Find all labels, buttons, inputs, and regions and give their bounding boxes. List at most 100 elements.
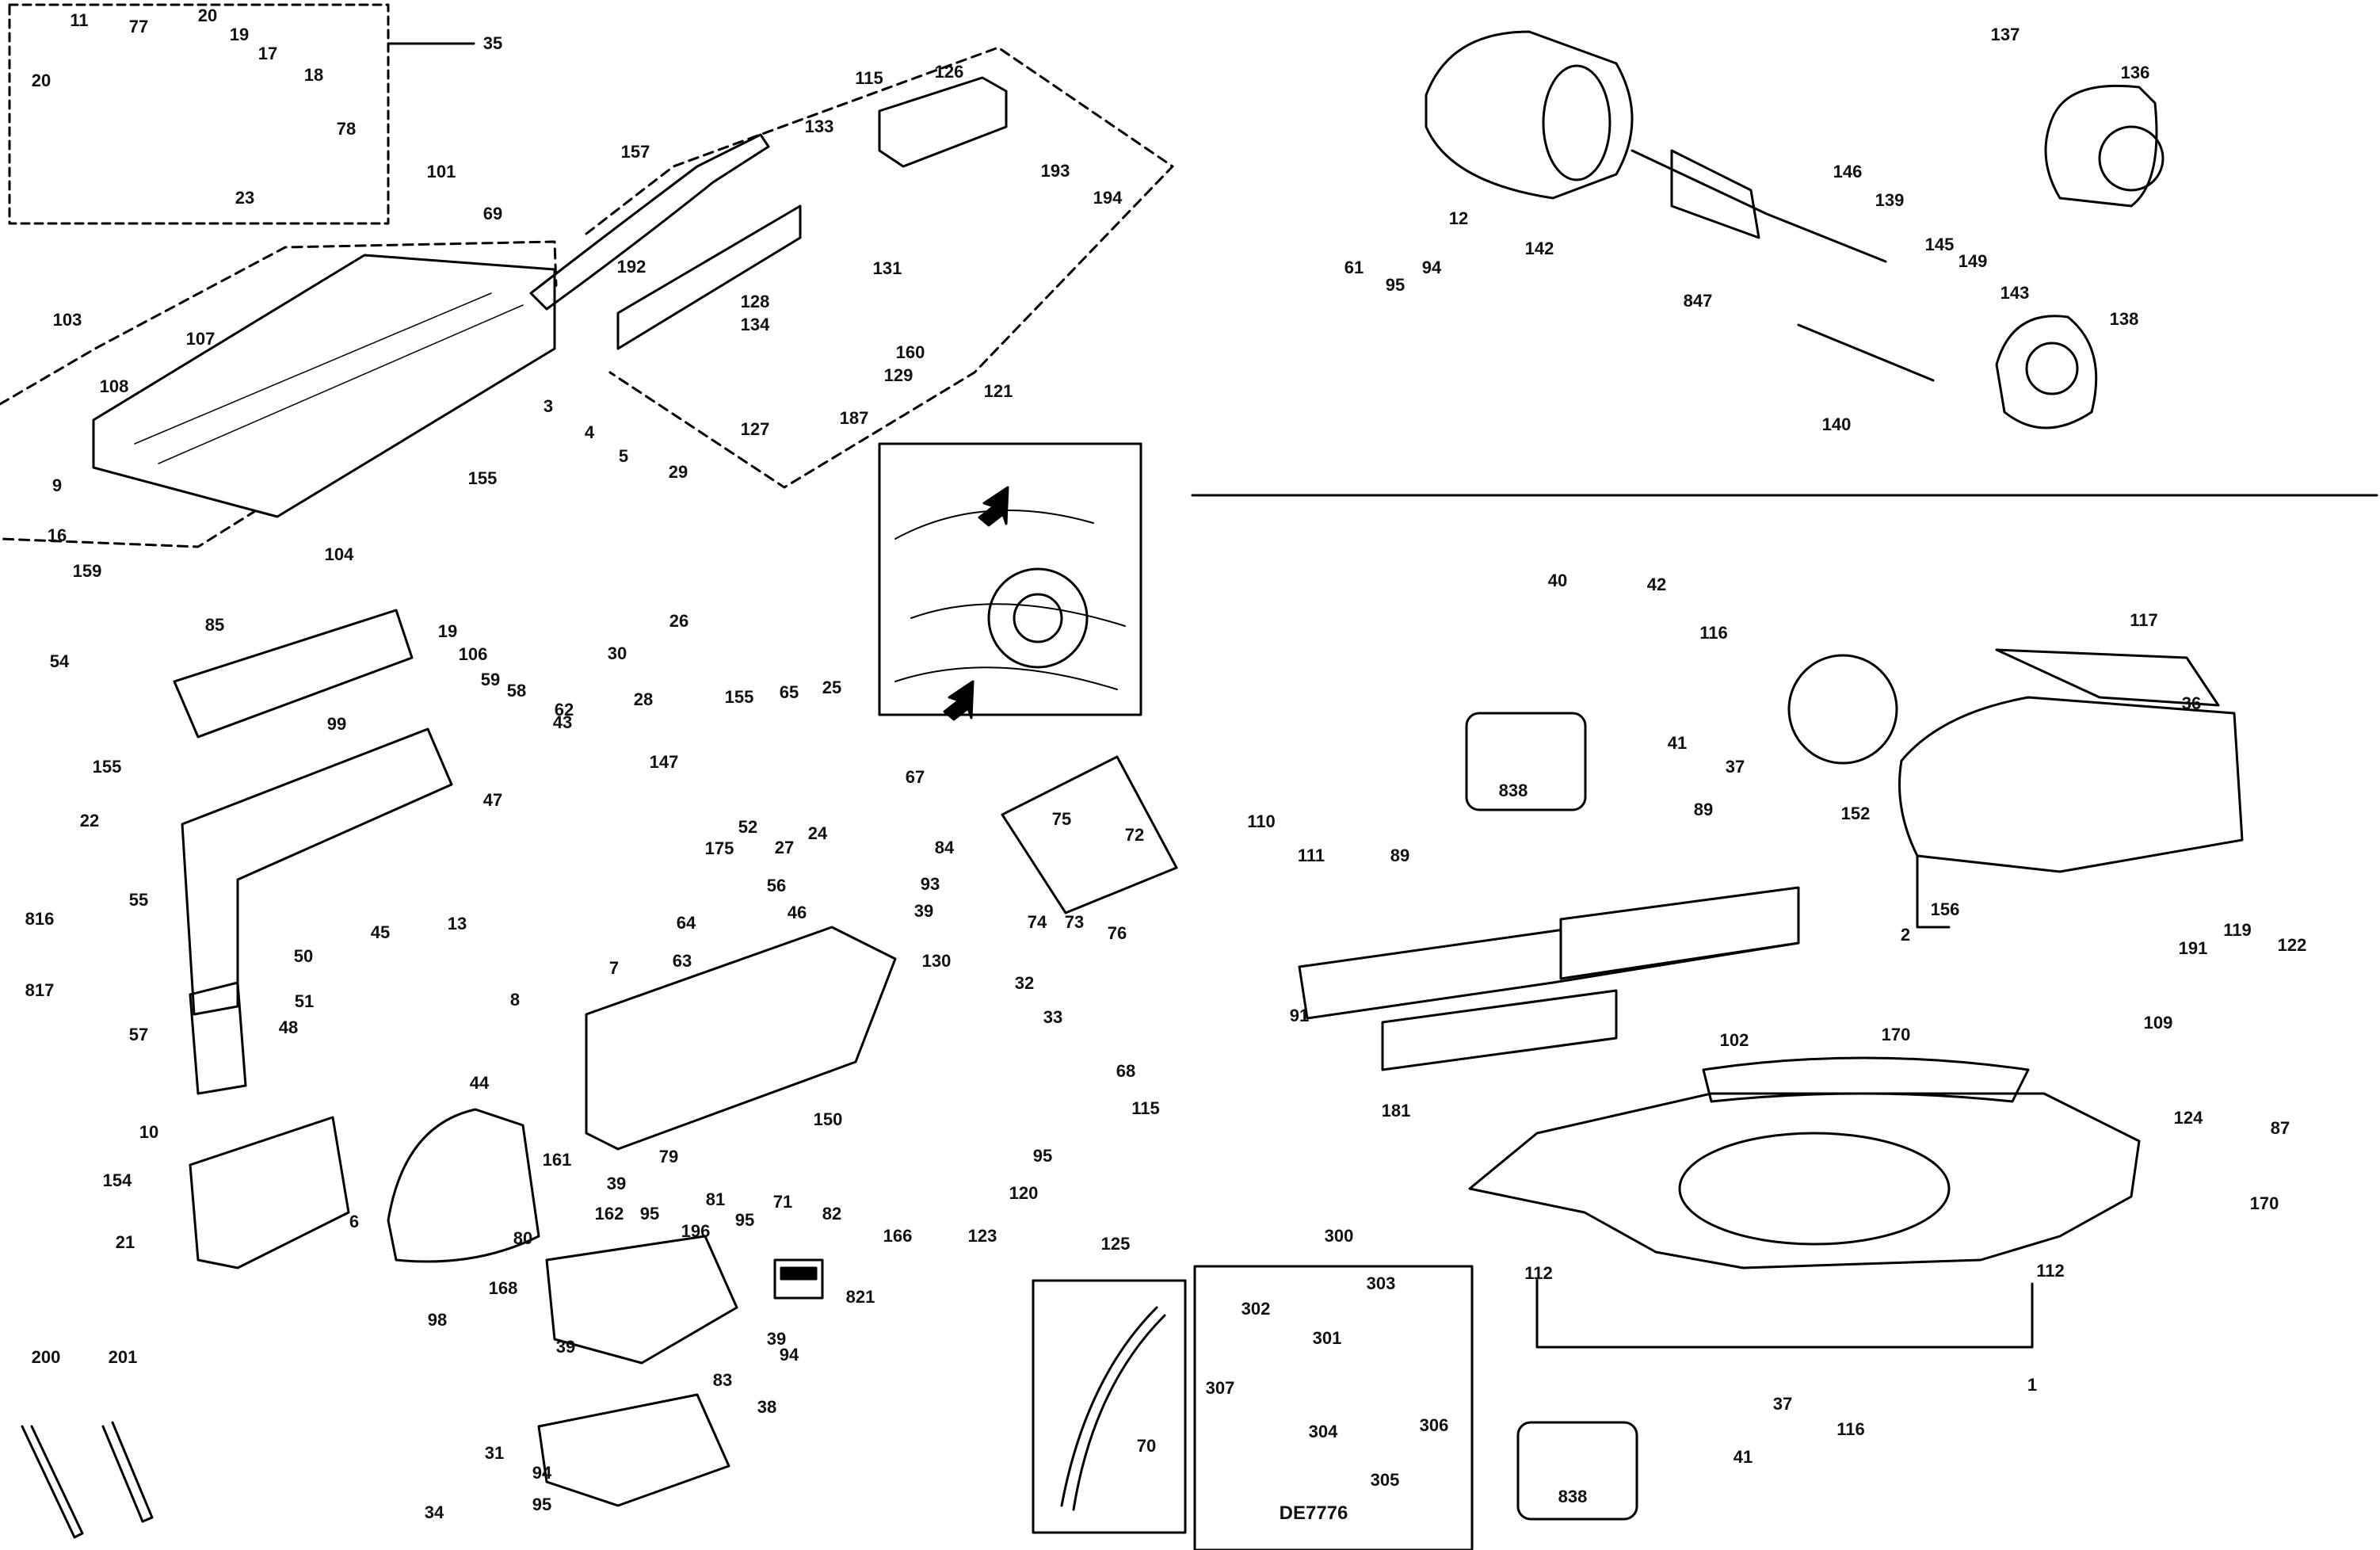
part-label-110: 110 [1247, 811, 1276, 831]
part-label-131: 131 [872, 258, 902, 278]
part-label-41a: 41 [1667, 733, 1688, 753]
part-label-143: 143 [2000, 283, 2030, 303]
part-label-5: 5 [618, 446, 629, 466]
part-label-168: 168 [488, 1278, 518, 1298]
part-label-112a: 112 [1524, 1263, 1553, 1283]
part-label-25: 25 [822, 678, 842, 697]
part-label-116a: 116 [1699, 623, 1728, 643]
part-label-57: 57 [128, 1025, 149, 1044]
part-label-155c: 155 [92, 757, 122, 777]
part-57 [189, 981, 247, 1095]
part-label-30: 30 [607, 643, 627, 663]
part-136 [2044, 84, 2158, 208]
part-label-39b: 39 [606, 1174, 627, 1193]
part-label-3: 3 [543, 396, 554, 416]
group-outline-121 [585, 46, 1174, 489]
part-label-47: 47 [482, 790, 503, 810]
part-label-99: 99 [326, 714, 347, 734]
part-label-89a: 89 [1693, 800, 1714, 819]
part-label-125: 125 [1100, 1234, 1131, 1254]
part-label-20a: 20 [31, 71, 51, 90]
part-label-7: 7 [608, 958, 620, 978]
part-base-1 [1468, 1092, 2141, 1269]
part-base-lower [537, 1393, 730, 1507]
part-label-161: 161 [542, 1150, 572, 1170]
part-label-68: 68 [1116, 1061, 1136, 1081]
part-label-63: 63 [672, 951, 692, 971]
part-label-83: 83 [712, 1370, 733, 1390]
part-192 [616, 204, 802, 350]
part-label-71: 71 [772, 1192, 793, 1212]
part-label-162: 162 [594, 1204, 624, 1224]
part-label-106: 106 [458, 644, 488, 664]
part-label-154: 154 [102, 1170, 132, 1190]
part-label-85: 85 [204, 615, 225, 635]
part-label-175: 175 [704, 838, 734, 858]
part-85 [173, 609, 414, 739]
part-label-821: 821 [845, 1287, 875, 1307]
part-label-82: 82 [822, 1204, 842, 1224]
part-label-36: 36 [2181, 693, 2202, 713]
part-label-124: 124 [2173, 1108, 2203, 1128]
part-label-112b: 112 [2036, 1261, 2065, 1281]
part-label-73: 73 [1064, 912, 1085, 932]
part-label-40: 40 [1547, 571, 1568, 590]
leader-1 [1535, 1278, 2034, 1349]
part-label-46: 46 [787, 903, 807, 922]
part-label-155a: 155 [467, 468, 498, 488]
part-126 [878, 76, 1008, 168]
part-label-72: 72 [1124, 825, 1145, 845]
part-label-39d: 39 [555, 1337, 576, 1357]
part-label-816: 816 [25, 909, 55, 929]
arrow-icon [978, 486, 1009, 527]
part-label-134: 134 [740, 315, 770, 334]
group-outline-103 [0, 240, 558, 548]
part-label-187: 187 [839, 408, 869, 428]
part-label-84: 84 [934, 838, 955, 857]
part-label-302: 302 [1241, 1299, 1271, 1319]
part-label-6: 6 [349, 1212, 360, 1231]
part-label-156: 156 [1930, 899, 1960, 919]
part-label-2: 2 [1900, 925, 1911, 945]
part-label-19b: 19 [437, 621, 458, 641]
part-label-130: 130 [921, 951, 952, 971]
part-label-128: 128 [740, 292, 770, 311]
part-label-126: 126 [934, 62, 964, 82]
part-label-91: 91 [1289, 1006, 1310, 1025]
part-label-847: 847 [1683, 291, 1713, 311]
part-label-43: 43 [552, 712, 573, 732]
part-label-120: 120 [1009, 1183, 1039, 1203]
part-label-64: 64 [676, 913, 696, 933]
part-138 [1995, 315, 2098, 429]
part-label-48: 48 [278, 1017, 299, 1037]
part-label-133: 133 [804, 116, 834, 136]
part-label-94b: 94 [532, 1463, 552, 1483]
part-label-50: 50 [293, 946, 314, 966]
part-label-129: 129 [883, 365, 913, 385]
part-label-33: 33 [1043, 1007, 1063, 1027]
part-label-303: 303 [1366, 1273, 1396, 1293]
part-label-103: 103 [52, 310, 82, 330]
part-label-74: 74 [1027, 912, 1047, 932]
part-140 [1797, 323, 1935, 382]
part-label-115b: 115 [1131, 1098, 1160, 1118]
part-label-304: 304 [1308, 1422, 1338, 1441]
part-label-136: 136 [2120, 63, 2150, 82]
part-label-301: 301 [1312, 1328, 1342, 1348]
part-label-201: 201 [108, 1347, 138, 1367]
part-label-138: 138 [2109, 309, 2139, 329]
part-label-147: 147 [649, 752, 679, 772]
part-label-107: 107 [185, 329, 215, 349]
part-label-170a: 170 [1881, 1025, 1911, 1044]
part-label-37b: 37 [1772, 1394, 1793, 1414]
part-label-111: 111 [1297, 846, 1325, 865]
kit-label-de7776: DE7776 [1279, 1502, 1348, 1524]
part-label-166: 166 [883, 1226, 913, 1246]
part-label-70: 70 [1136, 1436, 1157, 1456]
part-scale [1559, 886, 1800, 980]
part-label-193: 193 [1040, 161, 1070, 181]
part-label-142: 142 [1524, 239, 1554, 258]
part-label-196: 196 [681, 1221, 711, 1241]
